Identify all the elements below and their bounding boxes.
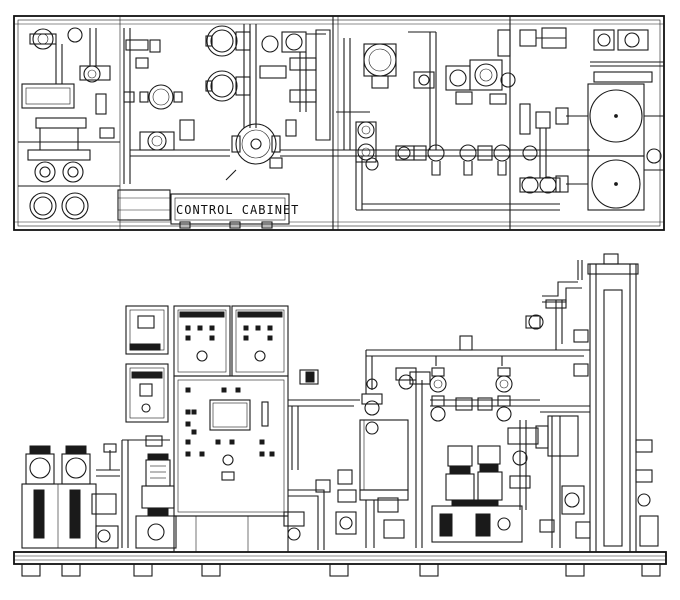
control-cabinet-label: CONTROL CABINET bbox=[176, 203, 299, 217]
main-control-cabinet bbox=[173, 375, 289, 553]
pump-starter-panel-1 bbox=[173, 305, 231, 377]
plan-heat-exchangers bbox=[205, 24, 331, 141]
plan-view: CONTROL CABINET bbox=[13, 15, 665, 231]
plan-feed-pumps bbox=[18, 27, 120, 220]
lower-pump-skid bbox=[430, 397, 540, 543]
plan-tank bbox=[225, 119, 356, 181]
vertical-pump bbox=[121, 435, 177, 549]
local-panel-lower bbox=[125, 363, 169, 423]
cabinet-side-piping bbox=[283, 369, 360, 550]
base-frame bbox=[13, 551, 667, 565]
pump-starter-panel-2 bbox=[231, 305, 289, 377]
local-panel-upper bbox=[125, 305, 169, 355]
plan-gear-pumps bbox=[413, 27, 567, 105]
plan-header-pipes bbox=[336, 31, 590, 211]
plan-control-cabinet: CONTROL CABINET bbox=[117, 189, 299, 229]
plan-skid-frame-inner bbox=[17, 19, 661, 227]
plan-circulation-pump bbox=[355, 43, 415, 171]
plan-strainers bbox=[123, 28, 230, 184]
plan-header-valves bbox=[413, 103, 561, 194]
plan-separator-vessels bbox=[555, 29, 664, 211]
header-valve-stack bbox=[395, 335, 513, 548]
base-feet bbox=[21, 563, 661, 577]
separator-column bbox=[525, 253, 659, 553]
elevation-view bbox=[13, 253, 667, 577]
plan-skid-frame-outer bbox=[13, 15, 665, 231]
buffer-tank bbox=[359, 349, 590, 548]
feed-pump-motors bbox=[21, 443, 120, 549]
